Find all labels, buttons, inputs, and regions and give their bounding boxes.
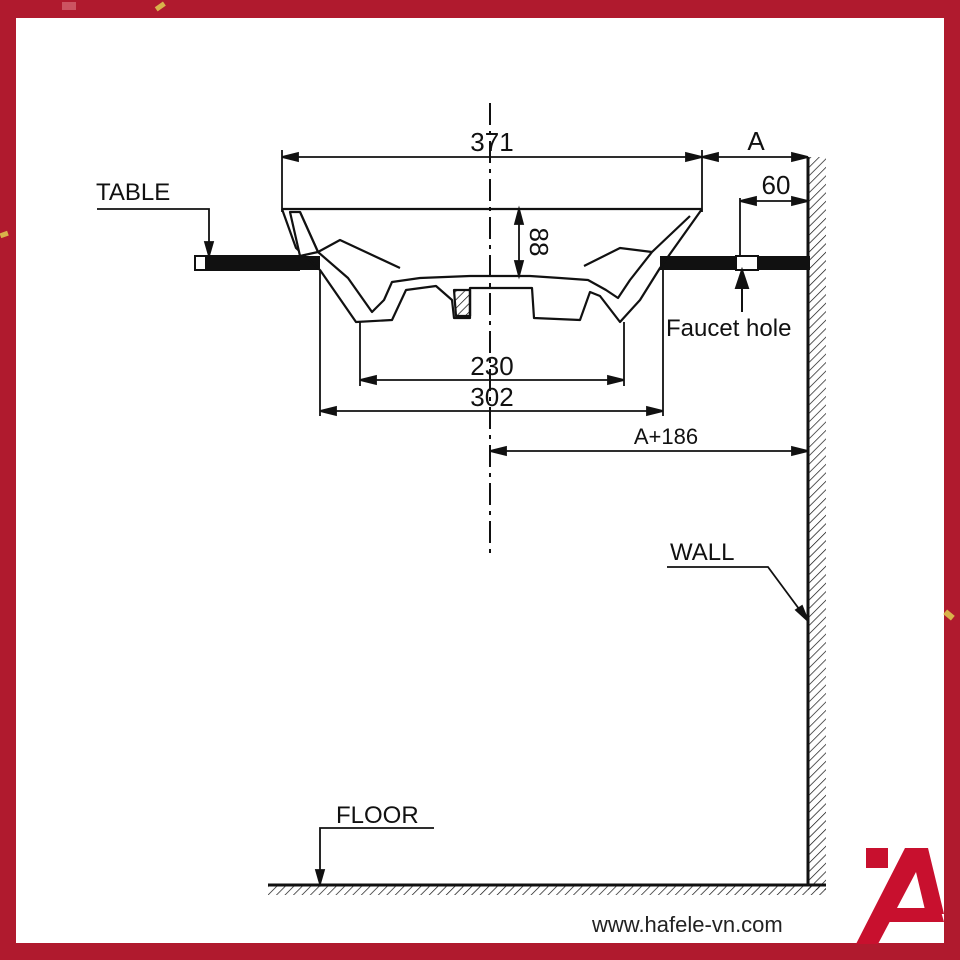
watermark-url: www.hafele-vn.com [591,912,783,937]
table-slab [194,255,810,271]
dimension-88-label: 88 [524,228,554,257]
wall-leader [667,566,809,622]
dimension-a-186 [489,445,809,457]
floor-leader [314,827,434,888]
dimension-a-label: A [747,126,765,156]
table-leader [97,208,215,260]
confetti-decoration [0,1,955,621]
wall [806,157,826,890]
dimension-60 [739,195,809,256]
floor [268,883,826,895]
dimension-a-186-label: A+186 [634,424,698,449]
dimension-371-label: 371 [470,127,513,157]
drawing-panel [16,18,944,943]
wall-label: WALL [670,539,734,566]
dimension-230 [359,322,625,386]
hafele-logo [856,848,944,944]
dimension-371 [281,150,703,212]
dimension-a [701,151,809,163]
faucet-hole-arrow [734,266,750,312]
dimension-88 [513,205,525,280]
floor-label: FLOOR [336,802,419,829]
basin-profile [280,207,703,324]
dimension-230-label: 230 [470,351,513,381]
faucet-hole-label: Faucet hole [666,315,791,342]
dimension-302-label: 302 [470,382,513,412]
table-label: TABLE [96,179,170,206]
dimension-302 [319,270,664,417]
dimension-60-label: 60 [762,170,791,200]
